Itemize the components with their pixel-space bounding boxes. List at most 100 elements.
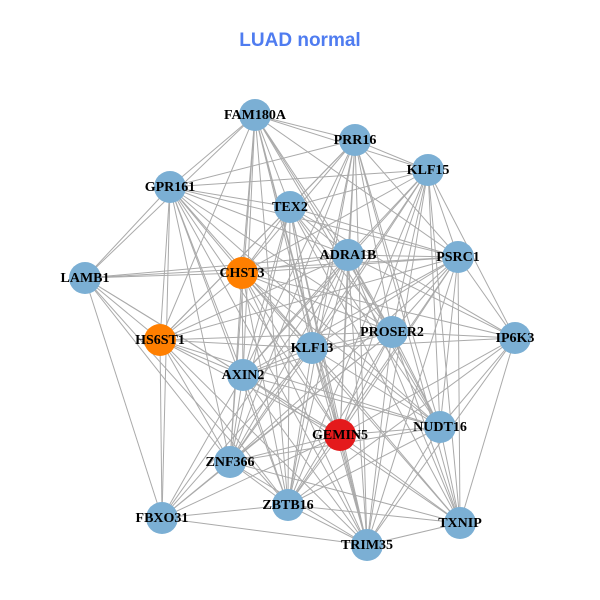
edge-PSRC1-PROSER2 [391,256,459,333]
edge-TEX2-NUDT16 [289,206,441,428]
edge-IP6K3-KLF13 [311,337,516,349]
edge-TEX2-ZBTB16 [287,206,291,506]
node-TRIM35[interactable]: TRIM35 [341,529,393,561]
node-IP6K3[interactable]: IP6K3 [496,322,535,354]
edge-GPR161-PROSER2 [169,186,393,333]
edge-CHST3-NUDT16 [241,272,441,428]
node-circle[interactable] [332,239,364,271]
edge-HS6ST1-ZBTB16 [159,339,289,506]
node-label: GEMIN5 [312,428,368,443]
edge-GEMIN5-TRIM35 [339,434,368,546]
edge-ADRA1B-FBXO31 [161,254,349,519]
edge-LAMB1-HS6ST1 [84,277,161,341]
edge-TEX2-TRIM35 [289,206,368,546]
node-ZNF366[interactable]: ZNF366 [206,446,255,478]
edge-GEMIN5-ZNF366 [229,434,341,463]
node-FBXO31[interactable]: FBXO31 [136,502,189,534]
node-LAMB1[interactable]: LAMB1 [61,262,110,294]
node-PROSER2[interactable]: PROSER2 [360,316,424,348]
node-circle[interactable] [339,124,371,156]
edge-ADRA1B-PSRC1 [347,254,459,258]
edge-AXIN2-TXNIP [242,374,461,524]
node-KLF13[interactable]: KLF13 [291,332,334,364]
node-circle[interactable] [146,502,178,534]
edge-FBXO31-TRIM35 [161,517,368,546]
node-circle[interactable] [442,241,474,273]
node-circle[interactable] [351,529,383,561]
node-circle[interactable] [272,489,304,521]
node-TXNIP[interactable]: TXNIP [438,507,482,539]
edge-PSRC1-KLF13 [311,256,459,349]
edge-TEX2-PROSER2 [289,206,393,333]
edge-PSRC1-NUDT16 [439,256,459,428]
node-label: ZNF366 [206,455,255,470]
edge-ADRA1B-GEMIN5 [339,254,349,436]
node-FAM180A[interactable]: FAM180A [224,99,287,131]
edge-GEMIN5-TXNIP [339,434,461,524]
edge-NUDT16-TRIM35 [366,426,441,546]
node-TEX2[interactable]: TEX2 [272,191,308,223]
node-label: PSRC1 [436,250,480,265]
edge-PROSER2-TRIM35 [366,331,393,546]
node-circle[interactable] [274,191,306,223]
edge-FAM180A-PRR16 [254,114,356,141]
node-circle[interactable] [144,324,176,356]
edge-NUDT16-ZBTB16 [287,426,441,506]
node-circle[interactable] [412,154,444,186]
node-NUDT16[interactable]: NUDT16 [413,411,467,443]
node-circle[interactable] [444,507,476,539]
edge-AXIN2-GEMIN5 [242,374,341,436]
edge-FAM180A-AXIN2 [242,114,256,376]
node-label: KLF15 [407,163,450,178]
edge-IP6K3-TXNIP [459,337,516,524]
node-CHST3[interactable]: CHST3 [219,257,265,289]
edge-LAMB1-FBXO31 [84,277,163,519]
node-GEMIN5[interactable]: GEMIN5 [312,419,368,451]
node-circle[interactable] [499,322,531,354]
node-circle[interactable] [214,446,246,478]
node-PRR16[interactable]: PRR16 [334,124,377,156]
edge-PRR16-NUDT16 [354,139,441,428]
edge-PSRC1-ZNF366 [229,256,459,463]
edge-AXIN2-FBXO31 [161,374,244,519]
edge-CHST3-TXNIP [241,272,461,524]
node-KLF15[interactable]: KLF15 [407,154,450,186]
edge-ADRA1B-LAMB1 [84,254,349,279]
edge-GPR161-PSRC1 [169,186,459,258]
edge-HS6ST1-ZNF366 [159,339,231,463]
node-circle[interactable] [424,411,456,443]
edge-PRR16-KLF13 [311,139,356,349]
edge-GPR161-ADRA1B [169,186,349,256]
node-label: ZBTB16 [262,498,313,513]
node-circle[interactable] [226,257,258,289]
edge-ADRA1B-TXNIP [347,254,461,524]
edge-TEX2-PSRC1 [289,206,459,258]
edge-PSRC1-IP6K3 [457,256,516,339]
node-circle[interactable] [154,171,186,203]
edge-FAM180A-HS6ST1 [159,114,256,341]
node-label: IP6K3 [496,331,535,346]
node-PSRC1[interactable]: PSRC1 [436,241,480,273]
node-circle[interactable] [239,99,271,131]
node-label: KLF13 [291,341,334,356]
node-circle[interactable] [324,419,356,451]
node-circle[interactable] [69,262,101,294]
node-circle[interactable] [376,316,408,348]
node-label: HS6ST1 [135,333,185,348]
edge-PROSER2-NUDT16 [391,331,441,428]
edge-FAM180A-PROSER2 [254,114,393,333]
edge-CHST3-TRIM35 [241,272,368,546]
node-HS6ST1[interactable]: HS6ST1 [135,324,185,356]
edge-CHST3-IP6K3 [241,272,516,339]
node-ZBTB16[interactable]: ZBTB16 [262,489,314,521]
edge-CHST3-GEMIN5 [241,272,341,436]
edge-HS6ST1-PROSER2 [159,331,393,341]
edge-AXIN2-ZBTB16 [242,374,289,506]
node-AXIN2[interactable]: AXIN2 [222,359,265,391]
node-circle[interactable] [296,332,328,364]
node-GPR161[interactable]: GPR161 [145,171,196,203]
node-circle[interactable] [227,359,259,391]
edge-IP6K3-NUDT16 [439,337,516,428]
node-ADRA1B[interactable]: ADRA1B [320,239,377,271]
